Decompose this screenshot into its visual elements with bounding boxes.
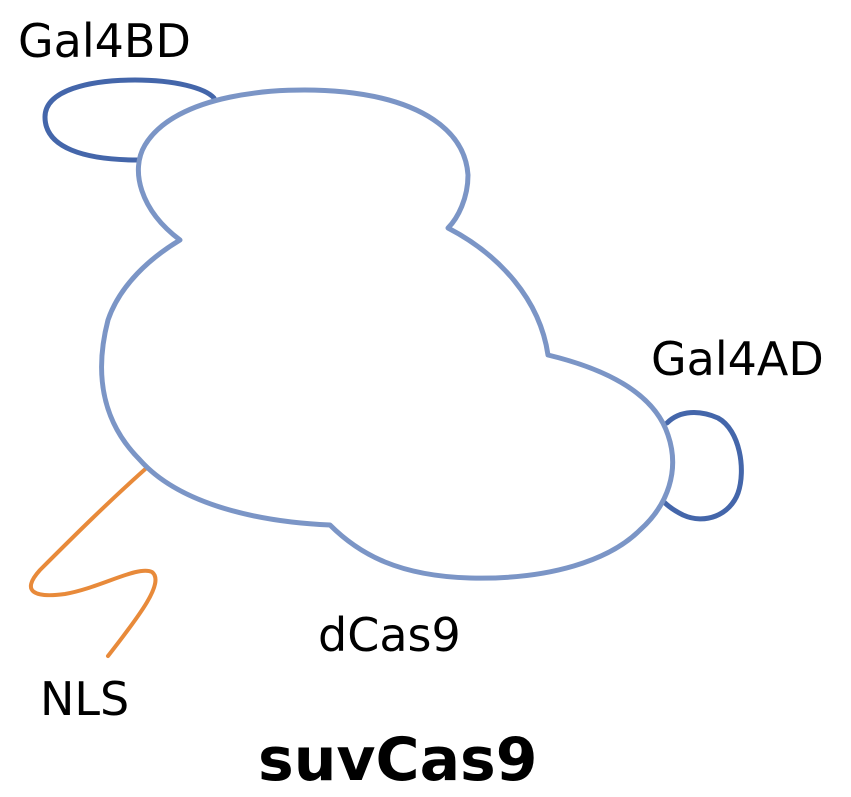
- gal4ad-label: Gal4AD: [651, 332, 824, 386]
- nls-label: NLS: [40, 672, 130, 726]
- dcas9-label: dCas9: [318, 608, 461, 662]
- gal4bd-loop: [42, 77, 217, 163]
- dcas9-body: [99, 87, 676, 581]
- gal4bd-label: Gal4BD: [18, 14, 191, 68]
- gal4ad-loop: [661, 410, 744, 522]
- construct-title: suvCas9: [258, 725, 538, 795]
- nls-tail: [28, 462, 158, 658]
